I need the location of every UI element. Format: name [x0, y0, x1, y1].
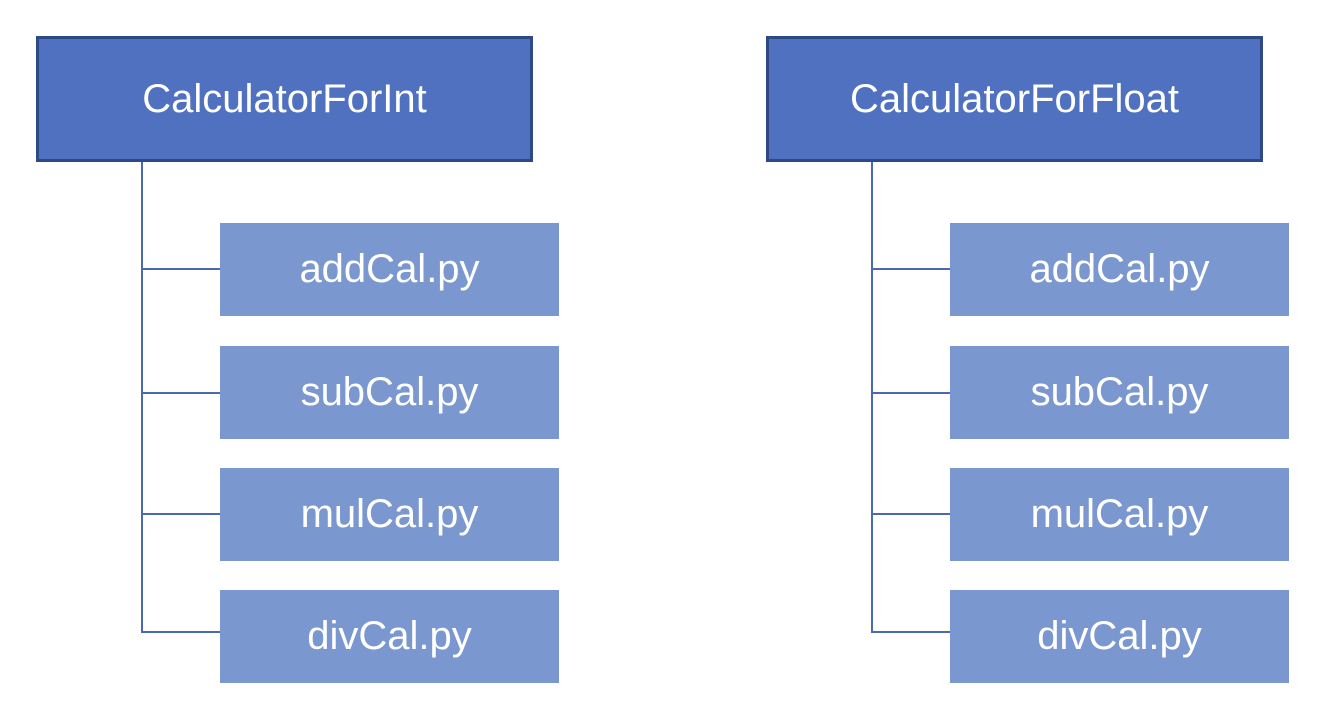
file-label: divCal.py [307, 614, 472, 658]
file-label: subCal.py [1030, 370, 1209, 414]
tree-calculator-for-int: CalculatorForInt addCal.py subCal.py mul… [36, 0, 596, 718]
folder-node-root: CalculatorForInt [36, 36, 533, 162]
tree-connector-branch [871, 513, 951, 515]
file-label: addCal.py [1029, 247, 1210, 291]
file-node-mul: mulCal.py [220, 468, 559, 561]
folder-label: CalculatorForFloat [849, 76, 1179, 121]
tree-connector-branch [141, 631, 221, 633]
tree-connector-branch [871, 631, 951, 633]
file-node-div: divCal.py [950, 590, 1289, 683]
file-label: subCal.py [300, 370, 479, 414]
file-node-add: addCal.py [950, 223, 1289, 316]
file-node-mul: mulCal.py [950, 468, 1289, 561]
tree-connector-branch [871, 268, 951, 270]
file-node-add: addCal.py [220, 223, 559, 316]
folder-node-root: CalculatorForFloat [766, 36, 1263, 162]
tree-connector-branch [141, 268, 221, 270]
tree-connector-trunk [871, 162, 873, 633]
file-label: divCal.py [1037, 614, 1202, 658]
tree-connector-branch [141, 513, 221, 515]
file-node-sub: subCal.py [220, 346, 559, 439]
folder-label: CalculatorForInt [142, 76, 427, 121]
file-label: addCal.py [299, 247, 480, 291]
file-label: mulCal.py [1030, 492, 1209, 536]
file-node-sub: subCal.py [950, 346, 1289, 439]
tree-connector-branch [871, 392, 951, 394]
file-node-div: divCal.py [220, 590, 559, 683]
tree-calculator-for-float: CalculatorForFloat addCal.py subCal.py m… [766, 0, 1326, 718]
file-label: mulCal.py [300, 492, 479, 536]
tree-connector-branch [141, 392, 221, 394]
tree-connector-trunk [141, 162, 143, 633]
